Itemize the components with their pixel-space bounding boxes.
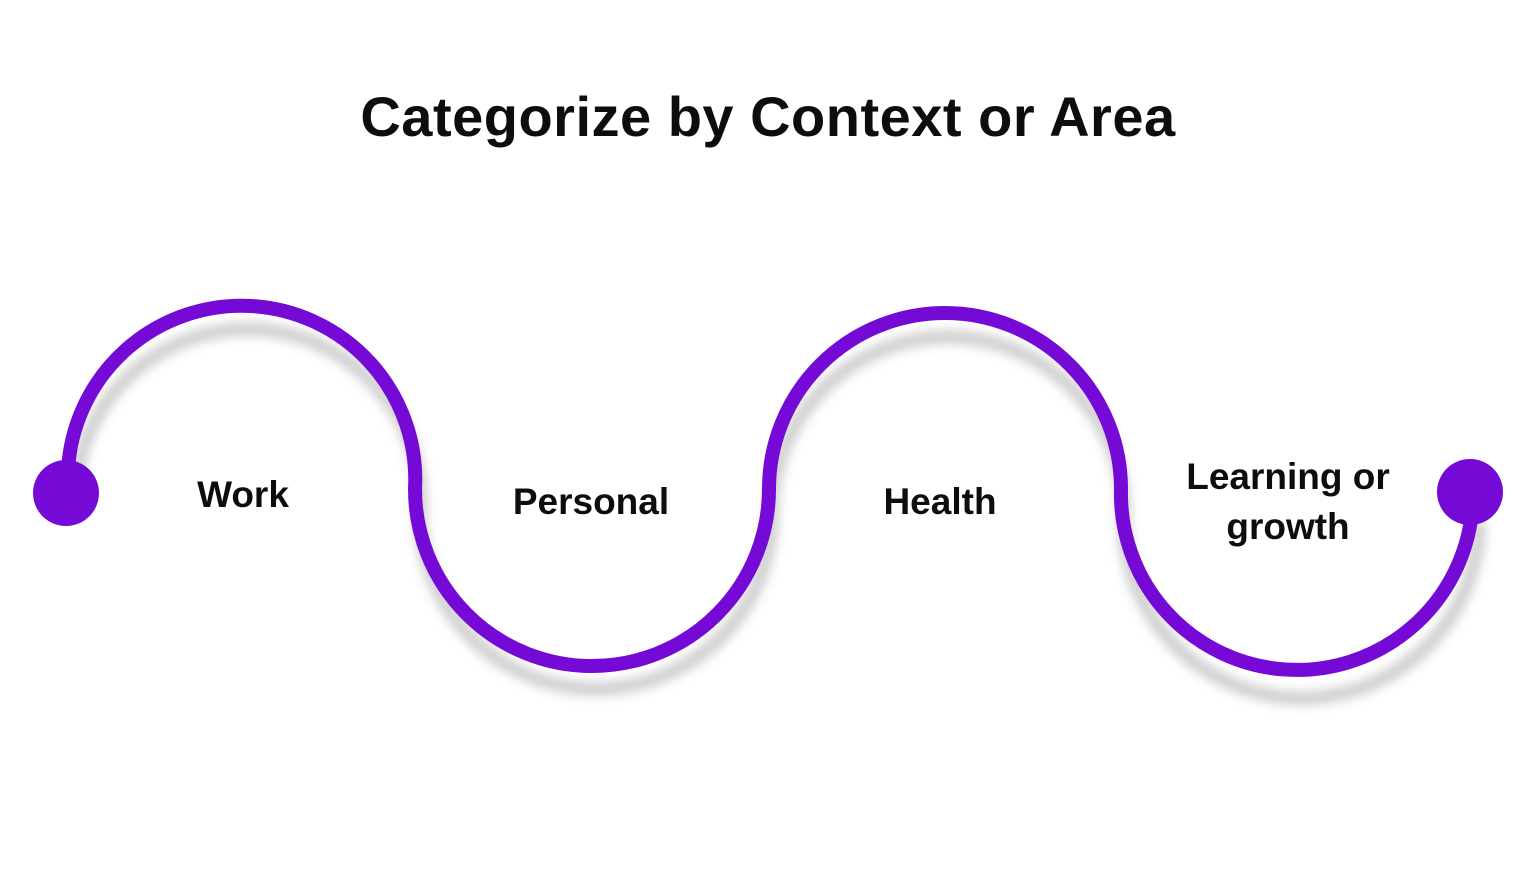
category-label-learning-line2: growth: [1226, 506, 1350, 547]
category-label-work: Work: [197, 474, 289, 515]
start-dot: [33, 460, 99, 526]
category-label-learning-line1: Learning or: [1186, 456, 1390, 497]
end-dot: [1437, 459, 1503, 525]
page-title: Categorize by Context or Area: [360, 85, 1176, 148]
category-label-personal: Personal: [512, 481, 670, 522]
wave-line: [61, 298, 1479, 677]
category-label-health: Health: [883, 481, 997, 522]
category-label-learning: Learning or growth: [1186, 452, 1390, 552]
